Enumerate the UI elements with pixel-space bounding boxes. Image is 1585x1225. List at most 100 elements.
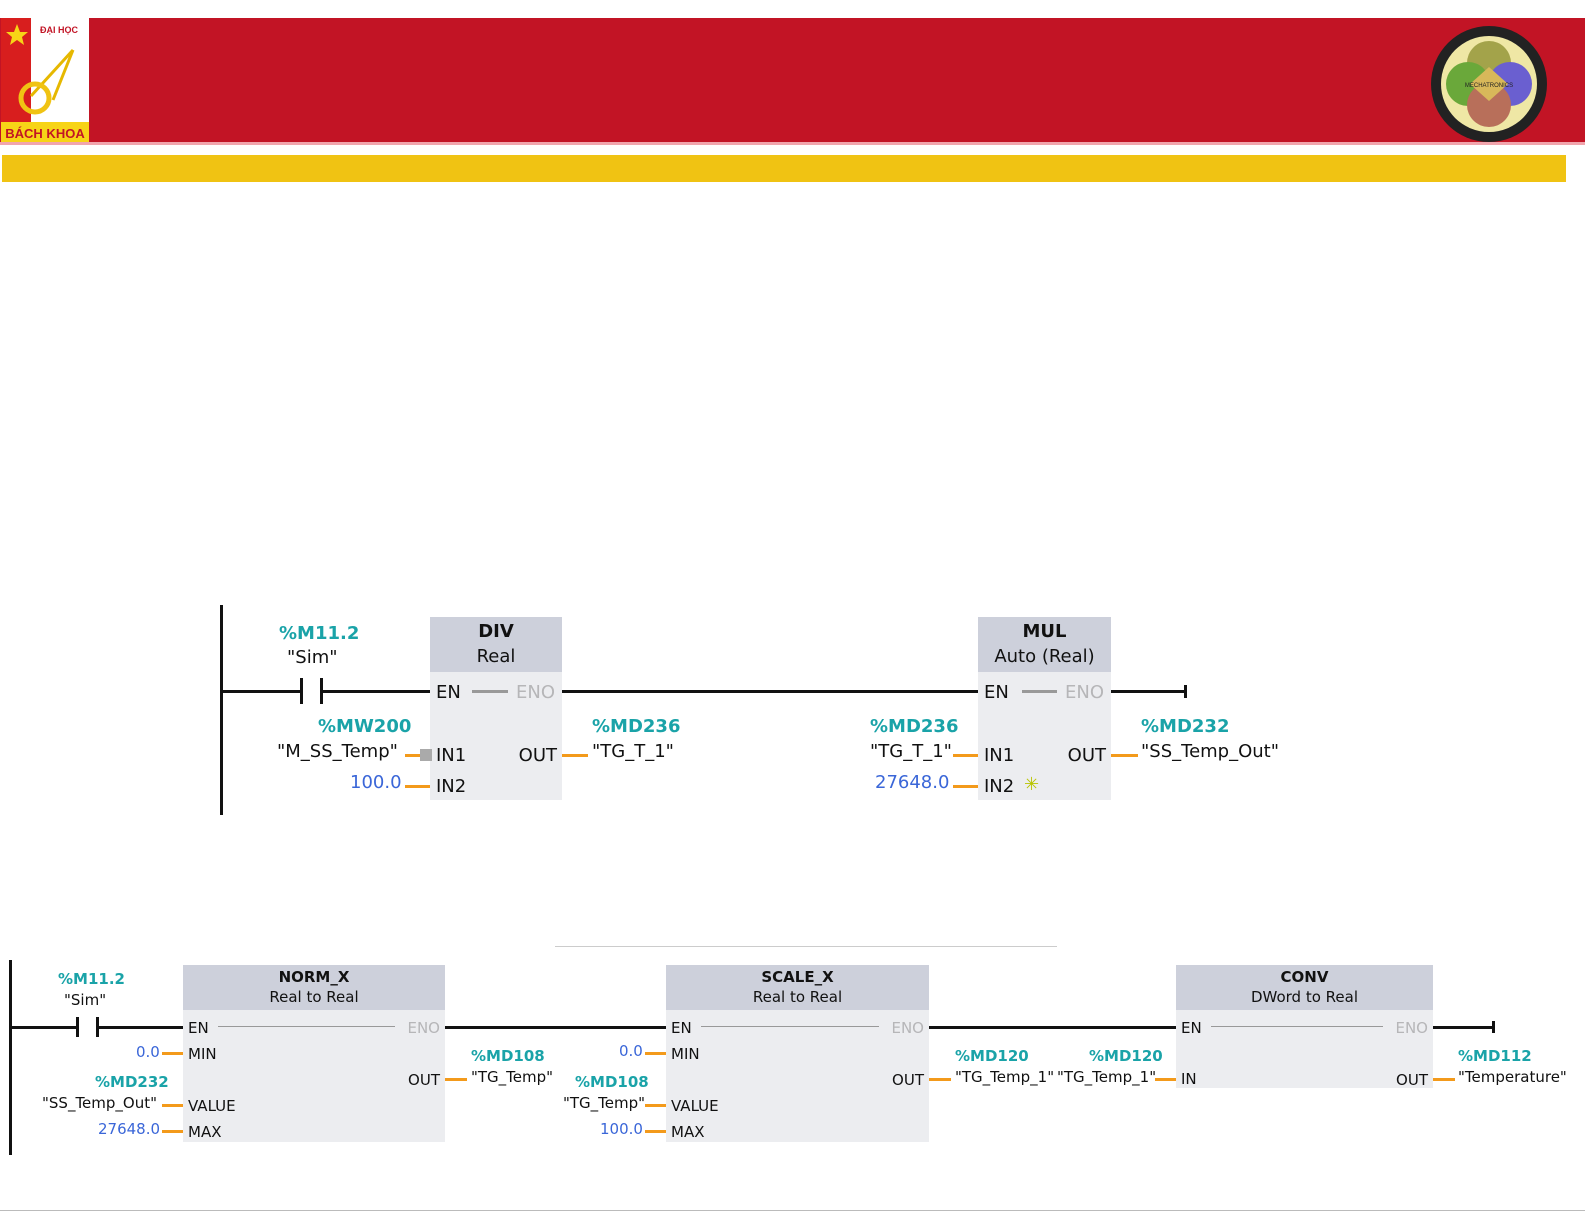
parameter-wire bbox=[1111, 754, 1138, 757]
in1-convert-icon bbox=[420, 749, 432, 761]
separator-line bbox=[555, 946, 1057, 947]
parameter-wire bbox=[929, 1078, 951, 1081]
rung-wire bbox=[929, 1026, 1176, 1029]
min-constant: 0.0 bbox=[619, 1042, 643, 1060]
eno-pin: ENO bbox=[891, 1019, 924, 1037]
parameter-wire bbox=[953, 785, 978, 788]
parameter-wire bbox=[1155, 1078, 1176, 1081]
parameter-wire bbox=[1433, 1078, 1455, 1081]
parameter-wire bbox=[405, 754, 420, 757]
value-address: %MD108 bbox=[575, 1073, 649, 1091]
value-tag: "SS_Temp_Out" bbox=[42, 1094, 158, 1112]
en-eno-line bbox=[472, 690, 508, 693]
contact-right-bar bbox=[320, 678, 323, 704]
en-pin: EN bbox=[188, 1019, 209, 1037]
en-eno-line bbox=[701, 1026, 879, 1027]
max-constant: 100.0 bbox=[600, 1120, 643, 1138]
rung-wire bbox=[221, 690, 300, 693]
in2-pin: IN2 bbox=[984, 776, 1015, 798]
block-type: Real bbox=[476, 645, 516, 667]
out-address: %MD232 bbox=[1141, 716, 1230, 738]
in2-constant: 27648.0 bbox=[875, 772, 950, 794]
block-title: NORM_X bbox=[278, 968, 350, 987]
in1-tag: "TG_T_1" bbox=[870, 741, 952, 763]
contact-address: %M11.2 bbox=[279, 623, 360, 645]
value-tag: "TG_Temp" bbox=[563, 1094, 646, 1112]
en-pin: EN bbox=[436, 682, 461, 704]
en-pin: EN bbox=[671, 1019, 692, 1037]
out-pin: OUT bbox=[1067, 745, 1106, 767]
contact-tag: "Sim" bbox=[287, 647, 338, 669]
rung-wire bbox=[562, 690, 978, 693]
rung-end bbox=[1184, 685, 1187, 698]
rung-wire bbox=[96, 1026, 183, 1029]
in1-pin: IN1 bbox=[436, 745, 467, 767]
en-eno-line bbox=[1211, 1026, 1383, 1027]
mul-block-header bbox=[978, 617, 1111, 672]
rung-wire bbox=[445, 1026, 666, 1029]
block-type: Real to Real bbox=[752, 988, 843, 1007]
out-tag: "TG_Temp_1" bbox=[955, 1068, 1055, 1086]
out-pin: OUT bbox=[408, 1071, 440, 1089]
block-title: SCALE_X bbox=[761, 968, 834, 987]
in-address: %MD120 bbox=[1089, 1047, 1163, 1065]
eno-pin: ENO bbox=[1065, 682, 1105, 704]
sparkle-icon: ✳ bbox=[1024, 774, 1040, 795]
parameter-wire bbox=[445, 1078, 467, 1081]
contact-address: %M11.2 bbox=[58, 970, 125, 988]
in1-pin: IN1 bbox=[984, 745, 1015, 767]
out-address: %MD120 bbox=[955, 1047, 1029, 1065]
rung-end bbox=[1492, 1021, 1495, 1033]
footer-line bbox=[0, 1210, 1585, 1211]
block-title: CONV bbox=[1280, 968, 1329, 987]
block-title: DIV bbox=[478, 621, 514, 643]
out-tag: "TG_T_1" bbox=[592, 741, 674, 763]
parameter-wire bbox=[645, 1130, 666, 1133]
parameter-wire bbox=[405, 785, 430, 788]
value-pin: VALUE bbox=[188, 1097, 236, 1115]
in1-tag: "M_SS_Temp" bbox=[277, 741, 398, 763]
en-eno-line bbox=[1022, 690, 1057, 693]
div-block-header bbox=[430, 617, 562, 672]
out-tag: "TG_Temp" bbox=[471, 1068, 554, 1086]
university-logo: ĐẠI HỌC BÁCH KHOA bbox=[1, 18, 89, 142]
in1-address: %MW200 bbox=[318, 716, 412, 738]
in-pin: IN bbox=[1181, 1070, 1197, 1088]
min-constant: 0.0 bbox=[136, 1043, 160, 1061]
mechatronics-logo: MECHATRONICS bbox=[1430, 25, 1548, 143]
parameter-wire bbox=[162, 1130, 183, 1133]
out-tag: "SS_Temp_Out" bbox=[1141, 741, 1280, 763]
value-address: %MD232 bbox=[95, 1073, 169, 1091]
eno-pin: ENO bbox=[407, 1019, 440, 1037]
in1-address: %MD236 bbox=[870, 716, 959, 738]
parameter-wire bbox=[645, 1052, 666, 1055]
block-type: Real to Real bbox=[269, 988, 359, 1007]
in2-constant: 100.0 bbox=[350, 772, 402, 794]
out-pin: OUT bbox=[892, 1071, 924, 1089]
en-eno-line bbox=[218, 1026, 395, 1027]
rung-wire bbox=[1111, 690, 1185, 693]
en-pin: EN bbox=[984, 682, 1009, 704]
parameter-wire bbox=[645, 1104, 666, 1107]
contact-left-bar bbox=[300, 678, 303, 704]
out-address: %MD108 bbox=[471, 1047, 545, 1065]
parameter-wire bbox=[953, 754, 978, 757]
max-constant: 27648.0 bbox=[98, 1120, 161, 1138]
block-type: Auto (Real) bbox=[994, 645, 1095, 667]
out-address: %MD236 bbox=[592, 716, 681, 738]
out-pin: OUT bbox=[518, 745, 557, 767]
power-rail bbox=[220, 605, 223, 815]
en-pin: EN bbox=[1181, 1019, 1202, 1037]
rung-wire bbox=[10, 1026, 76, 1029]
max-pin: MAX bbox=[671, 1123, 705, 1141]
contact-tag: "Sim" bbox=[64, 991, 107, 1009]
block-title: MUL bbox=[1022, 621, 1067, 643]
out-tag: "Temperature" bbox=[1458, 1068, 1567, 1086]
out-address: %MD112 bbox=[1458, 1047, 1532, 1065]
scale-x-block-header bbox=[666, 965, 929, 1010]
parameter-wire bbox=[162, 1104, 183, 1107]
rung-wire bbox=[1433, 1026, 1493, 1029]
svg-text:MECHATRONICS: MECHATRONICS bbox=[1465, 83, 1513, 89]
header-divider bbox=[0, 142, 1585, 145]
header-banner bbox=[0, 18, 1585, 142]
